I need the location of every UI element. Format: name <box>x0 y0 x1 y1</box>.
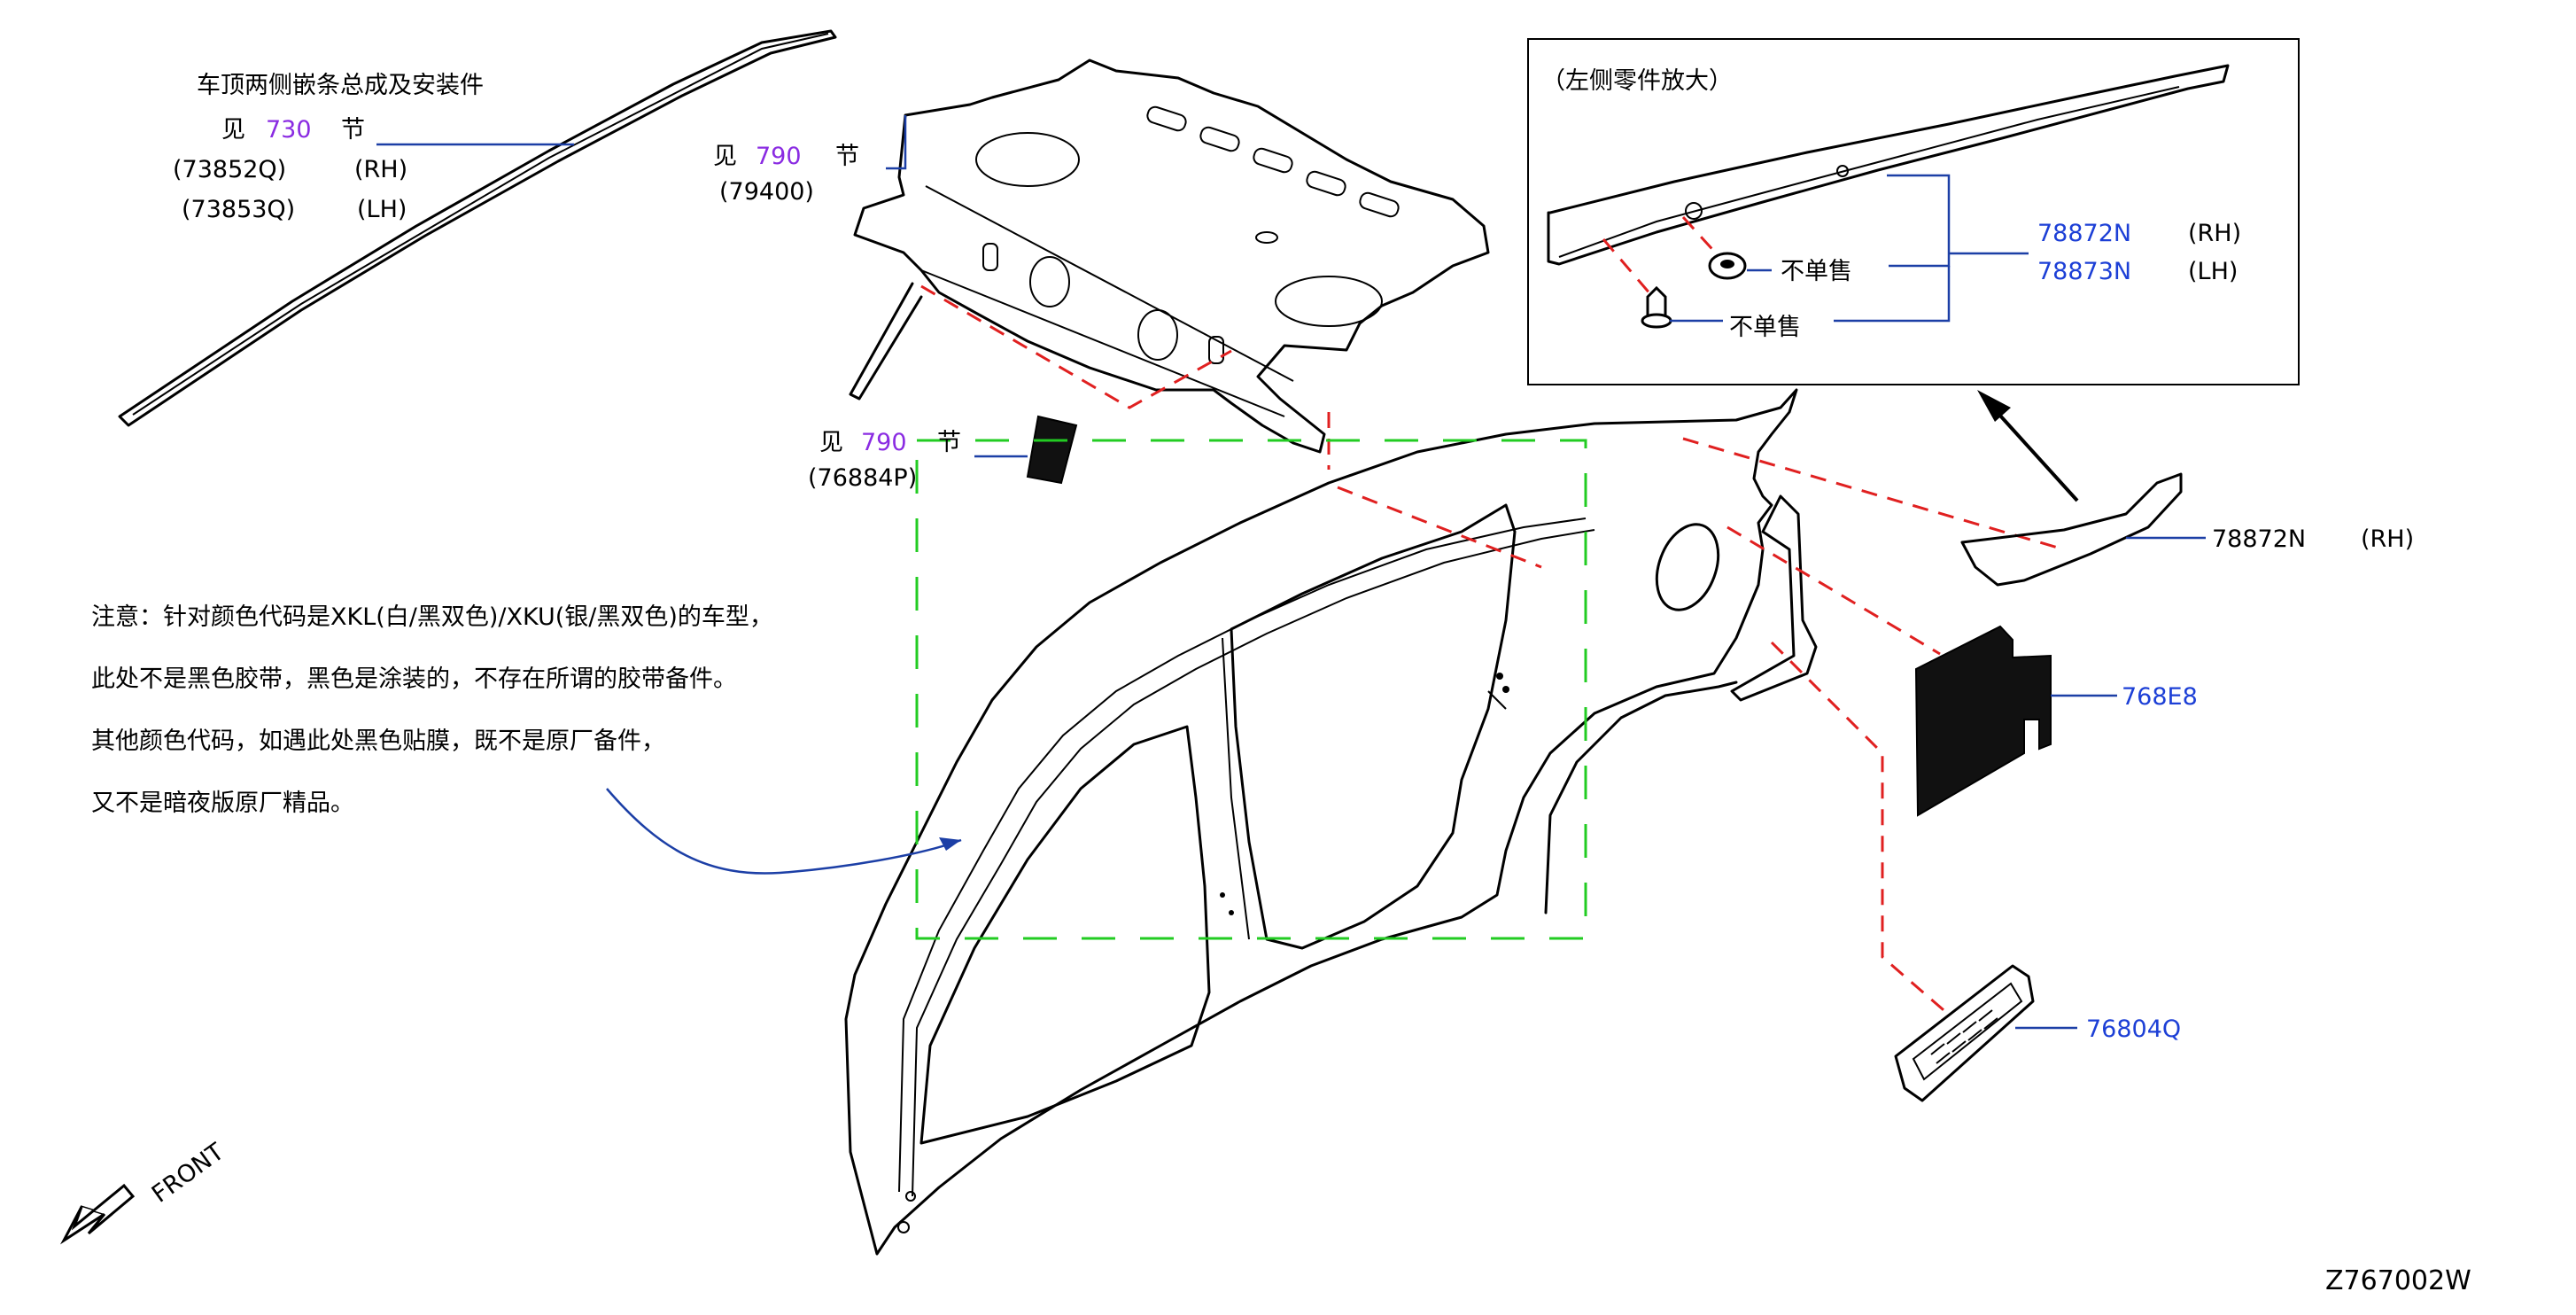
section-suffix-790-a: 节 <box>835 143 859 170</box>
not-sold-label-2: 不单售 <box>1729 314 1801 341</box>
grille-76804q[interactable] <box>1894 964 2035 1102</box>
part-73853q: (73853Q) <box>182 196 295 223</box>
section-790-b[interactable]: 790 <box>861 429 907 456</box>
garnish-78872n[interactable] <box>1960 472 2183 587</box>
note-arrow-head <box>939 837 961 851</box>
clip-pin[interactable] <box>1641 285 1672 329</box>
section-730[interactable]: 730 <box>266 116 312 144</box>
rear-panel-assembly[interactable] <box>849 58 1490 454</box>
tag-lh-enlarged: (LH) <box>2188 258 2238 285</box>
part-73852q: (73852Q) <box>173 156 286 183</box>
see-label-790-a: 见 <box>713 143 737 170</box>
front-arrow-icon <box>59 1183 136 1245</box>
part-79400: (79400) <box>719 178 814 206</box>
tag-lh-roof: (LH) <box>357 196 407 223</box>
section-suffix-790-b: 节 <box>937 429 961 456</box>
note-arrow <box>606 788 962 875</box>
highlight-zone <box>915 439 1587 940</box>
body-side-outer-panel[interactable] <box>844 388 1818 1256</box>
enlarged-view: （左侧零件放大） 不单售 不单售 78872N (RH) 78873N (LH) <box>1527 38 2300 385</box>
tag-rh-garnish: (RH) <box>2361 525 2414 553</box>
part-78872n: 78872N <box>2212 525 2306 553</box>
enlarge-arrow <box>1990 404 2079 502</box>
part-76804q: 76804Q <box>2086 1015 2181 1043</box>
installation-lines <box>920 284 2065 1016</box>
section-suffix-730: 节 <box>341 116 365 144</box>
enlarged-garnish <box>1547 64 2230 266</box>
part-768e8: 768E8 <box>2122 683 2198 711</box>
enlarged-view-title: （左侧零件放大） <box>1541 67 1733 95</box>
note-line-2: 此处不是黑色胶带，黑色是涂装的，不存在所谓的胶带备件。 <box>91 665 737 693</box>
leader-rear-panel <box>886 115 907 170</box>
pad-768e8[interactable] <box>1914 625 2052 817</box>
diagram-code: Z767002W <box>2325 1265 2471 1296</box>
enlarge-arrow-head <box>1977 390 2011 422</box>
tag-rh-roof: (RH) <box>354 156 407 183</box>
part-76884p: (76884P) <box>808 464 917 492</box>
roof-molding-strip[interactable] <box>118 29 837 427</box>
note-line-3: 其他颜色代码，如遇此处黑色贴膜，既不是原厂备件， <box>91 728 665 755</box>
part-78872n-enlarged: 78872N <box>2037 220 2131 247</box>
roof-molding-title: 车顶两侧嵌条总成及安装件 <box>197 72 484 99</box>
see-label-730: 见 <box>221 116 245 144</box>
section-790-a[interactable]: 790 <box>756 143 802 170</box>
note-line-1: 注意：针对颜色代码是XKL(白/黑双色)/XKU(银/黑双色)的车型， <box>91 603 773 631</box>
bracket-76884p[interactable] <box>1026 415 1078 485</box>
not-sold-label-1: 不单售 <box>1781 258 1852 285</box>
part-78873n-enlarged: 78873N <box>2037 258 2131 285</box>
note-line-4: 又不是暗夜版原厂精品。 <box>91 790 354 817</box>
front-label: FRONT <box>147 1138 229 1209</box>
tag-rh-enlarged: (RH) <box>2188 220 2241 247</box>
see-label-790-b: 见 <box>819 429 843 456</box>
clip-nut[interactable] <box>1708 252 1747 280</box>
